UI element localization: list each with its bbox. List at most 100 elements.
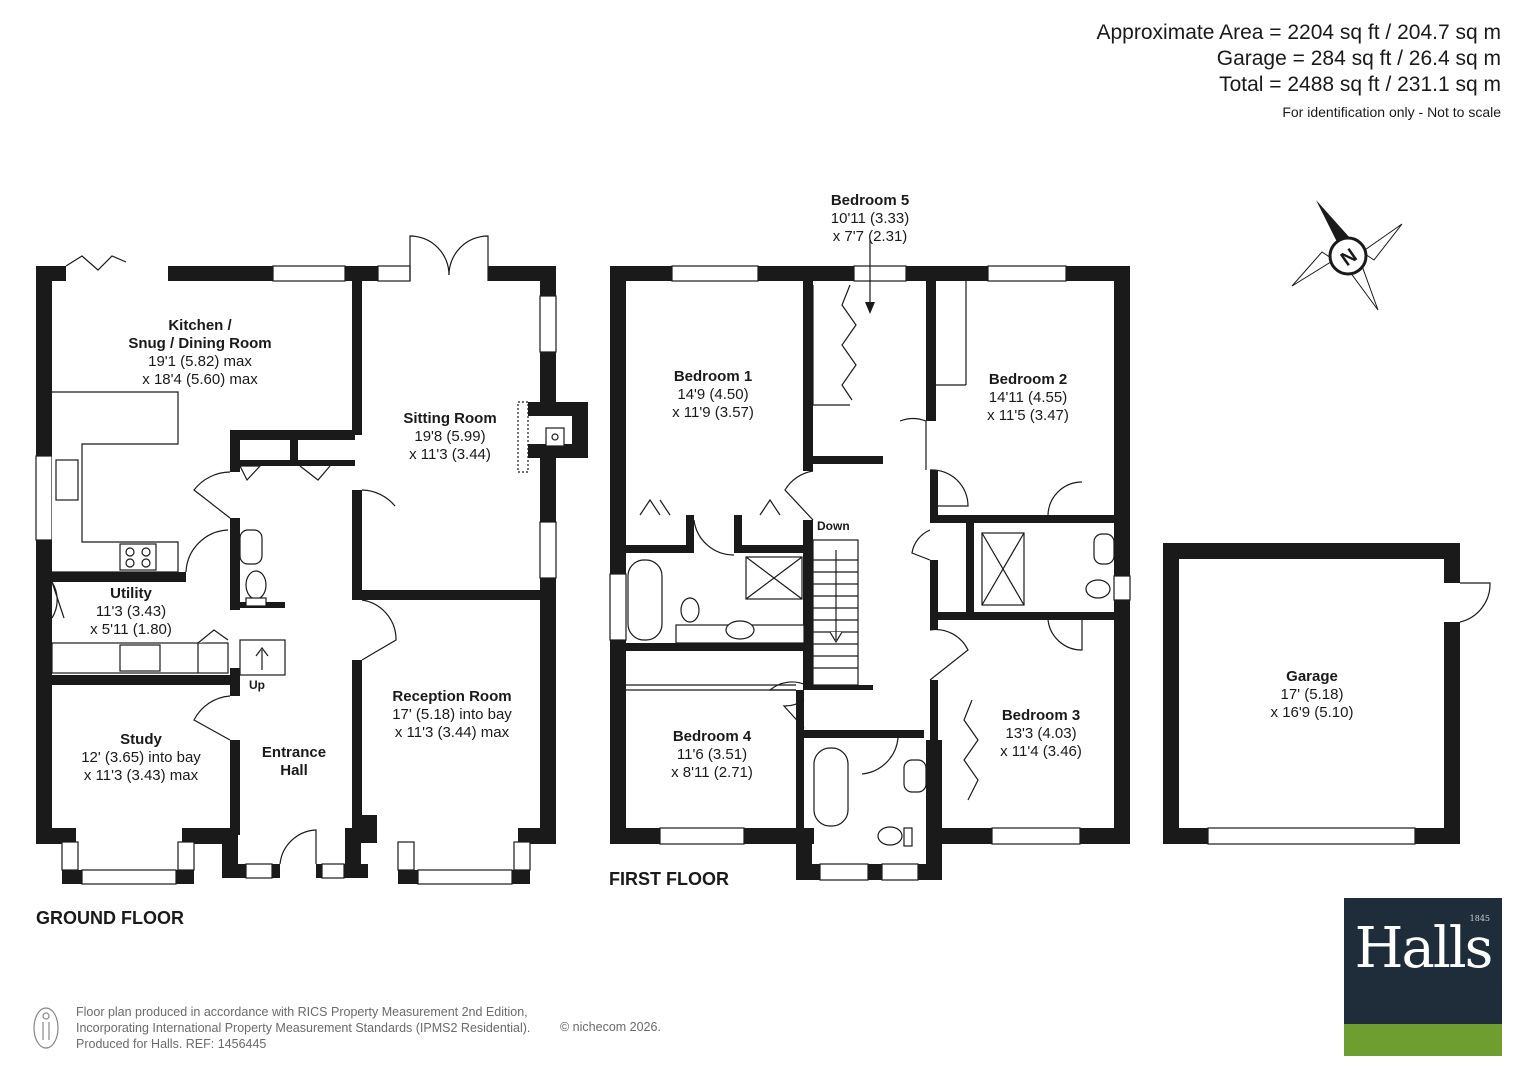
person-icon [33,1007,59,1049]
door-swing [193,695,231,741]
wall [686,515,694,553]
copyright: © nichecom 2026. [560,1020,661,1034]
window [819,863,869,881]
room-dimension: 13'3 (4.03) [1005,725,1077,742]
hob-ring [125,558,135,568]
basin [725,620,755,640]
window [987,265,1067,282]
room-dimension: x 11'3 (3.44) max [394,724,510,741]
room-dimension: x 16'9 (5.10) [1270,704,1354,721]
wall [626,643,806,651]
wall [488,266,556,281]
wall [176,870,194,884]
wall [52,572,186,582]
wall [230,430,240,472]
wall [813,685,873,690]
window [417,869,513,885]
basin [903,759,927,793]
wall [930,828,992,844]
wall [930,470,938,520]
stairs-up-label: Up [249,678,265,692]
window [177,841,195,871]
bath [627,559,663,641]
wall [966,520,974,615]
room-bedroom-4: Bedroom 4 11'6 (3.51) x 8'11 (2.71) [671,728,753,782]
room-dimension: 14'11 (4.55) [988,389,1068,406]
wall [518,828,556,844]
basin [1093,533,1115,565]
door-swing [899,417,927,470]
wall [868,864,882,880]
logo-wordmark: Halls [1354,916,1494,981]
room-name: Kitchen / [168,317,232,334]
room-dimension: 17' (5.18) [1280,686,1344,703]
hearth [517,401,529,473]
window [272,265,346,282]
wardrobe [812,285,850,406]
room-garage: Garage 17' (5.18) x 16'9 (5.10) [1271,668,1354,722]
garage-door [1207,827,1416,845]
door-swing [361,489,396,507]
wall [918,864,942,880]
wall [1415,828,1460,844]
wall [610,828,660,844]
stairs-arrow [829,550,843,644]
wall [1163,543,1179,844]
wall [1114,600,1130,844]
wall [1163,543,1460,559]
wall [906,266,988,281]
door-swing [1047,619,1083,651]
wall [398,870,418,884]
window [321,863,345,879]
door-swing [185,529,229,573]
room-dimension: x 11'3 (3.44) [409,446,491,463]
shower-tray [981,532,1025,606]
wall [734,515,742,553]
wall [803,281,813,471]
window [513,841,531,871]
window [881,863,919,881]
wall [930,515,1130,523]
door-swing [861,737,899,775]
wall [352,490,362,600]
wardrobe [626,684,796,691]
garage-area: Garage = 284 sq ft / 26.4 sq m [1216,47,1501,70]
room-name: Reception Room [392,688,512,705]
door-swing [1047,481,1083,516]
room-name: Entrance [261,744,327,761]
window [539,295,557,353]
room-sitting: Sitting Room 19'8 (5.99) x 11'3 (3.44) [403,410,496,464]
wall [540,266,556,296]
wall [813,456,883,464]
cupboard-doors [239,465,331,482]
kitchen-sink [55,459,79,501]
wc [680,597,700,623]
wall [626,545,686,553]
room-dimension: 11'6 (3.51) [676,746,748,763]
bath [813,747,849,827]
fireplace-detail [551,433,559,441]
wall [803,520,813,690]
hob-ring [141,558,151,568]
wall [36,828,76,844]
room-name: Utility [110,585,152,602]
wc-cistern [903,827,913,847]
window [659,827,745,845]
wall [52,675,230,685]
room-dimension: 12' (3.65) into bay [81,749,201,766]
room-hall: Entrance Hall [262,744,326,780]
compass-icon: N [1291,200,1403,311]
window [609,573,627,641]
wall [1444,543,1460,583]
kitchen-units [52,391,179,573]
halls-logo: Halls 1845 [1344,898,1502,1056]
room-dimension: x 11'4 (3.46) [1000,743,1082,760]
wall [512,870,530,884]
window [35,455,53,541]
room-name: Bedroom 1 [673,368,753,385]
window [61,841,79,871]
door-swing [784,470,814,521]
wall [168,266,273,281]
wall [930,612,1130,620]
